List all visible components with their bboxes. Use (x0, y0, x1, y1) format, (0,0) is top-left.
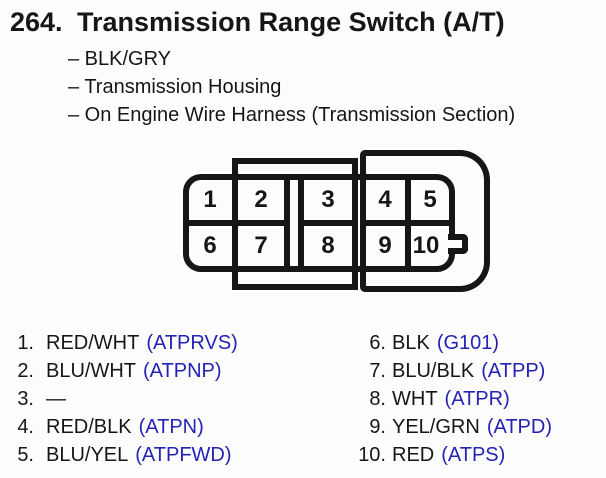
pin-row-4: 4. RED/BLK (ATPN) (0, 415, 204, 439)
pin-cell-3: 3 (321, 186, 335, 213)
pin-index: 9. (369, 416, 386, 438)
wire-color: RED/WHT (46, 332, 140, 354)
pin-cell-4: 4 (378, 186, 392, 213)
connector-body-outline (183, 174, 455, 272)
pin-row-10: 10. RED (ATPS) (340, 443, 505, 467)
pin-index: 2. (17, 360, 34, 382)
section-number: 264. (10, 7, 63, 37)
pin-row-8: 8. WHT (ATPR) (340, 387, 510, 411)
wire-color: BLU/WHT (46, 360, 136, 382)
wire-color: RED (392, 444, 435, 466)
wire-code: (ATPP) (481, 360, 546, 382)
pin-row-2: 2. BLU/WHT (ATPNP) (0, 359, 222, 383)
pin-cell-1: 1 (203, 186, 217, 213)
pin-index: 10. (358, 444, 386, 466)
wire-code: (ATPR) (444, 388, 510, 410)
wire-color: WHT (392, 388, 438, 410)
pin-cell-9: 9 (378, 232, 392, 259)
wire-code: (ATPS) (441, 444, 506, 466)
wire-code: (ATPFWD) (135, 444, 232, 466)
pin-cell-2: 2 (254, 186, 268, 213)
wire-color: RED/BLK (46, 416, 132, 438)
cell-divider-horizontal (366, 220, 449, 226)
cell-divider-vertical (298, 180, 304, 266)
pin-index: 8. (369, 388, 386, 410)
pin-cell-8: 8 (321, 232, 335, 259)
pin-row-3: 3. — (0, 387, 73, 411)
pin-cell-7: 7 (254, 232, 268, 259)
pin-index: 4. (17, 416, 34, 438)
pin-row-9: 9. YEL/GRN (ATPD) (340, 415, 552, 439)
pin-cell-10: 10 (412, 232, 440, 259)
wire-color: YEL/GRN (392, 416, 480, 438)
pin-cell-5: 5 (423, 186, 437, 213)
bullet-location: – Transmission Housing (68, 76, 282, 98)
wire-color: BLU/BLK (392, 360, 475, 382)
connector-side-tab (448, 234, 468, 254)
bullet-wire-color: – BLK/GRY (68, 48, 172, 70)
connector-outer-shell-outline (360, 150, 490, 292)
wire-code: (ATPD) (486, 416, 552, 438)
pin-row-7: 7. BLU/BLK (ATPP) (340, 359, 545, 383)
bullet-harness: – On Engine Wire Harness (Transmission S… (68, 104, 516, 126)
cell-divider-horizontal (304, 220, 352, 226)
pin-index: 7. (369, 360, 386, 382)
pin-index: 5. (17, 444, 34, 466)
pin-index: 6. (369, 332, 386, 354)
cell-divider-vertical (284, 180, 290, 266)
section-title: Transmission Range Switch (A/T) (77, 7, 505, 37)
pin-row-5: 5. BLU/YEL (ATPFWD) (0, 443, 232, 467)
wire-code: (ATPN) (138, 416, 204, 438)
pin-row-6: 6. BLK (G101) (340, 331, 499, 355)
pin-index: 3. (17, 388, 34, 410)
wire-code: (ATPNP) (143, 360, 222, 382)
pin-row-1: 1. RED/WHT (ATPRVS) (0, 331, 238, 355)
wire-color: BLU/YEL (46, 444, 129, 466)
cell-divider-horizontal (189, 220, 284, 226)
wire-color: — (46, 388, 66, 410)
pin-index: 1. (17, 332, 34, 354)
wire-code: (G101) (436, 332, 500, 354)
pin-cell-6: 6 (203, 232, 217, 259)
wire-color: BLK (392, 332, 430, 354)
wire-code: (ATPRVS) (146, 332, 238, 354)
